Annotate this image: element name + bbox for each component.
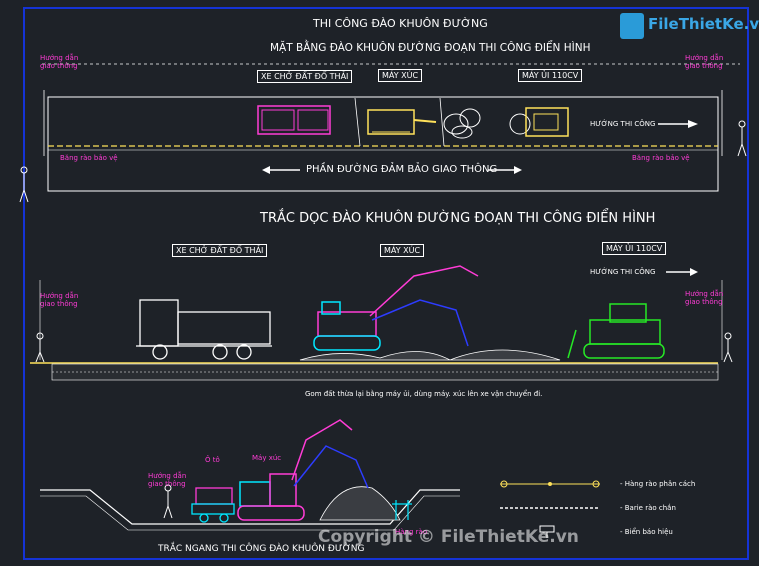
- plan-fence-left-label: Băng rào bảo vệ: [60, 154, 118, 162]
- cross-excavator-label: Máy xúc: [252, 454, 282, 462]
- plan-dozer-icon: [525, 107, 569, 137]
- profile-flagman-left-icon: [35, 332, 45, 363]
- cross-fence-label: Hàng rào: [395, 528, 428, 536]
- drawing-frame: [23, 7, 749, 560]
- plan-excavator-icon: [367, 109, 437, 135]
- plan-traffic-label: PHẦN ĐƯỜNG ĐẢM BẢO GIAO THÔNG: [306, 164, 498, 175]
- plan-flagman-left-label: Hướng dẫn giao thông: [40, 54, 79, 70]
- profile-title: TRẮC DỌC ĐÀO KHUÔN ĐƯỜNG ĐOẠN THI CÔNG Đ…: [260, 211, 656, 226]
- plan-direction-arrow: [658, 120, 698, 128]
- cross-soil-pile: [319, 486, 401, 521]
- cross-excavator-icon: [237, 419, 369, 521]
- profile-excavator-icon: [313, 265, 479, 351]
- profile-truck-label: XE CHỞ ĐẤT ĐỔ THẢI: [172, 244, 268, 257]
- legend-item-fence: - Hàng rào phân cách: [620, 480, 696, 488]
- profile-note: Gom đất thừa lại bằng máy ủi, dùng máy. …: [305, 390, 543, 398]
- profile-flagman-left-label: Hướng dẫn giao thông: [40, 292, 79, 308]
- plan-direction-label: HƯỚNG THI CÔNG: [590, 120, 656, 128]
- plan-title: MẶT BẰNG ĐÀO KHUÔN ĐƯỜNG ĐOẠN THI CÔNG Đ…: [270, 42, 591, 54]
- profile-flagman-right-icon: [723, 332, 733, 363]
- cross-section-profile: [40, 489, 460, 525]
- plan-view: [19, 63, 747, 203]
- plan-flagman-left-icon: [19, 166, 29, 203]
- watermark: Copyright © FileThietKe.vn: [318, 527, 579, 547]
- plan-flagman-right-label: Hướng dẫn giao thông: [685, 54, 724, 70]
- profile-truck-icon: [136, 299, 272, 360]
- profile-dozer-label: MÁY ỦI 110CV: [602, 242, 667, 255]
- profile-direction-arrow: [666, 268, 698, 276]
- plan-road-outline: [47, 96, 719, 192]
- cross-truck-label: Ô tô: [205, 456, 220, 464]
- legend-item-barrier: - Barie rào chắn: [620, 504, 676, 512]
- plan-traffic-arrow-left: [262, 166, 300, 174]
- profile-flagman-right-label: Hướng dẫn giao thông: [685, 290, 724, 306]
- cross-flagman-icon: [163, 484, 173, 519]
- plan-soil-piles: [443, 108, 531, 139]
- legend-item-sign: - Biển báo hiệu: [620, 528, 673, 536]
- plan-fence-right-label: Băng rào bảo vệ: [632, 154, 690, 162]
- cross-truck-icon: [191, 487, 235, 523]
- profile-excavator-label: MÁY XÚC: [380, 244, 425, 257]
- plan-flagman-right-icon: [737, 120, 747, 157]
- profile-view: [30, 265, 733, 381]
- cross-fence-icon: [392, 500, 412, 520]
- profile-soil-piles: [299, 349, 561, 361]
- plan-truck-label: XE CHỞ ĐẤT ĐỔ THẢI: [257, 70, 353, 83]
- plan-traffic-arrow-right: [488, 166, 522, 174]
- cross-title: TRẮC NGANG THI CÔNG ĐÀO KHUÔN ĐƯỜNG: [158, 544, 365, 554]
- logo-text: FileThietKe.vn: [648, 15, 759, 33]
- site-logo: FileThietKe.vn: [620, 11, 759, 41]
- plan-main-title: THI CÔNG ĐÀO KHUÔN ĐƯỜNG: [313, 17, 488, 30]
- cross-flagman-label: Hướng dẫn giao thông: [148, 472, 187, 488]
- profile-direction-label: HƯỚNG THI CÔNG: [590, 268, 656, 276]
- legend: [500, 480, 600, 538]
- plan-truck-icon: [257, 105, 331, 135]
- cross-section-view: [40, 419, 460, 531]
- plan-dozer-label: MÁY ỦI 110CV: [518, 69, 583, 82]
- plan-excavator-label: MÁY XÚC: [378, 69, 423, 82]
- plan-cut-line-2: [439, 97, 445, 147]
- logo-mark-icon: [620, 13, 644, 39]
- plan-cut-line: [354, 97, 361, 147]
- profile-dozer-icon: [567, 303, 665, 359]
- cross-section-profile-inner: [40, 495, 460, 531]
